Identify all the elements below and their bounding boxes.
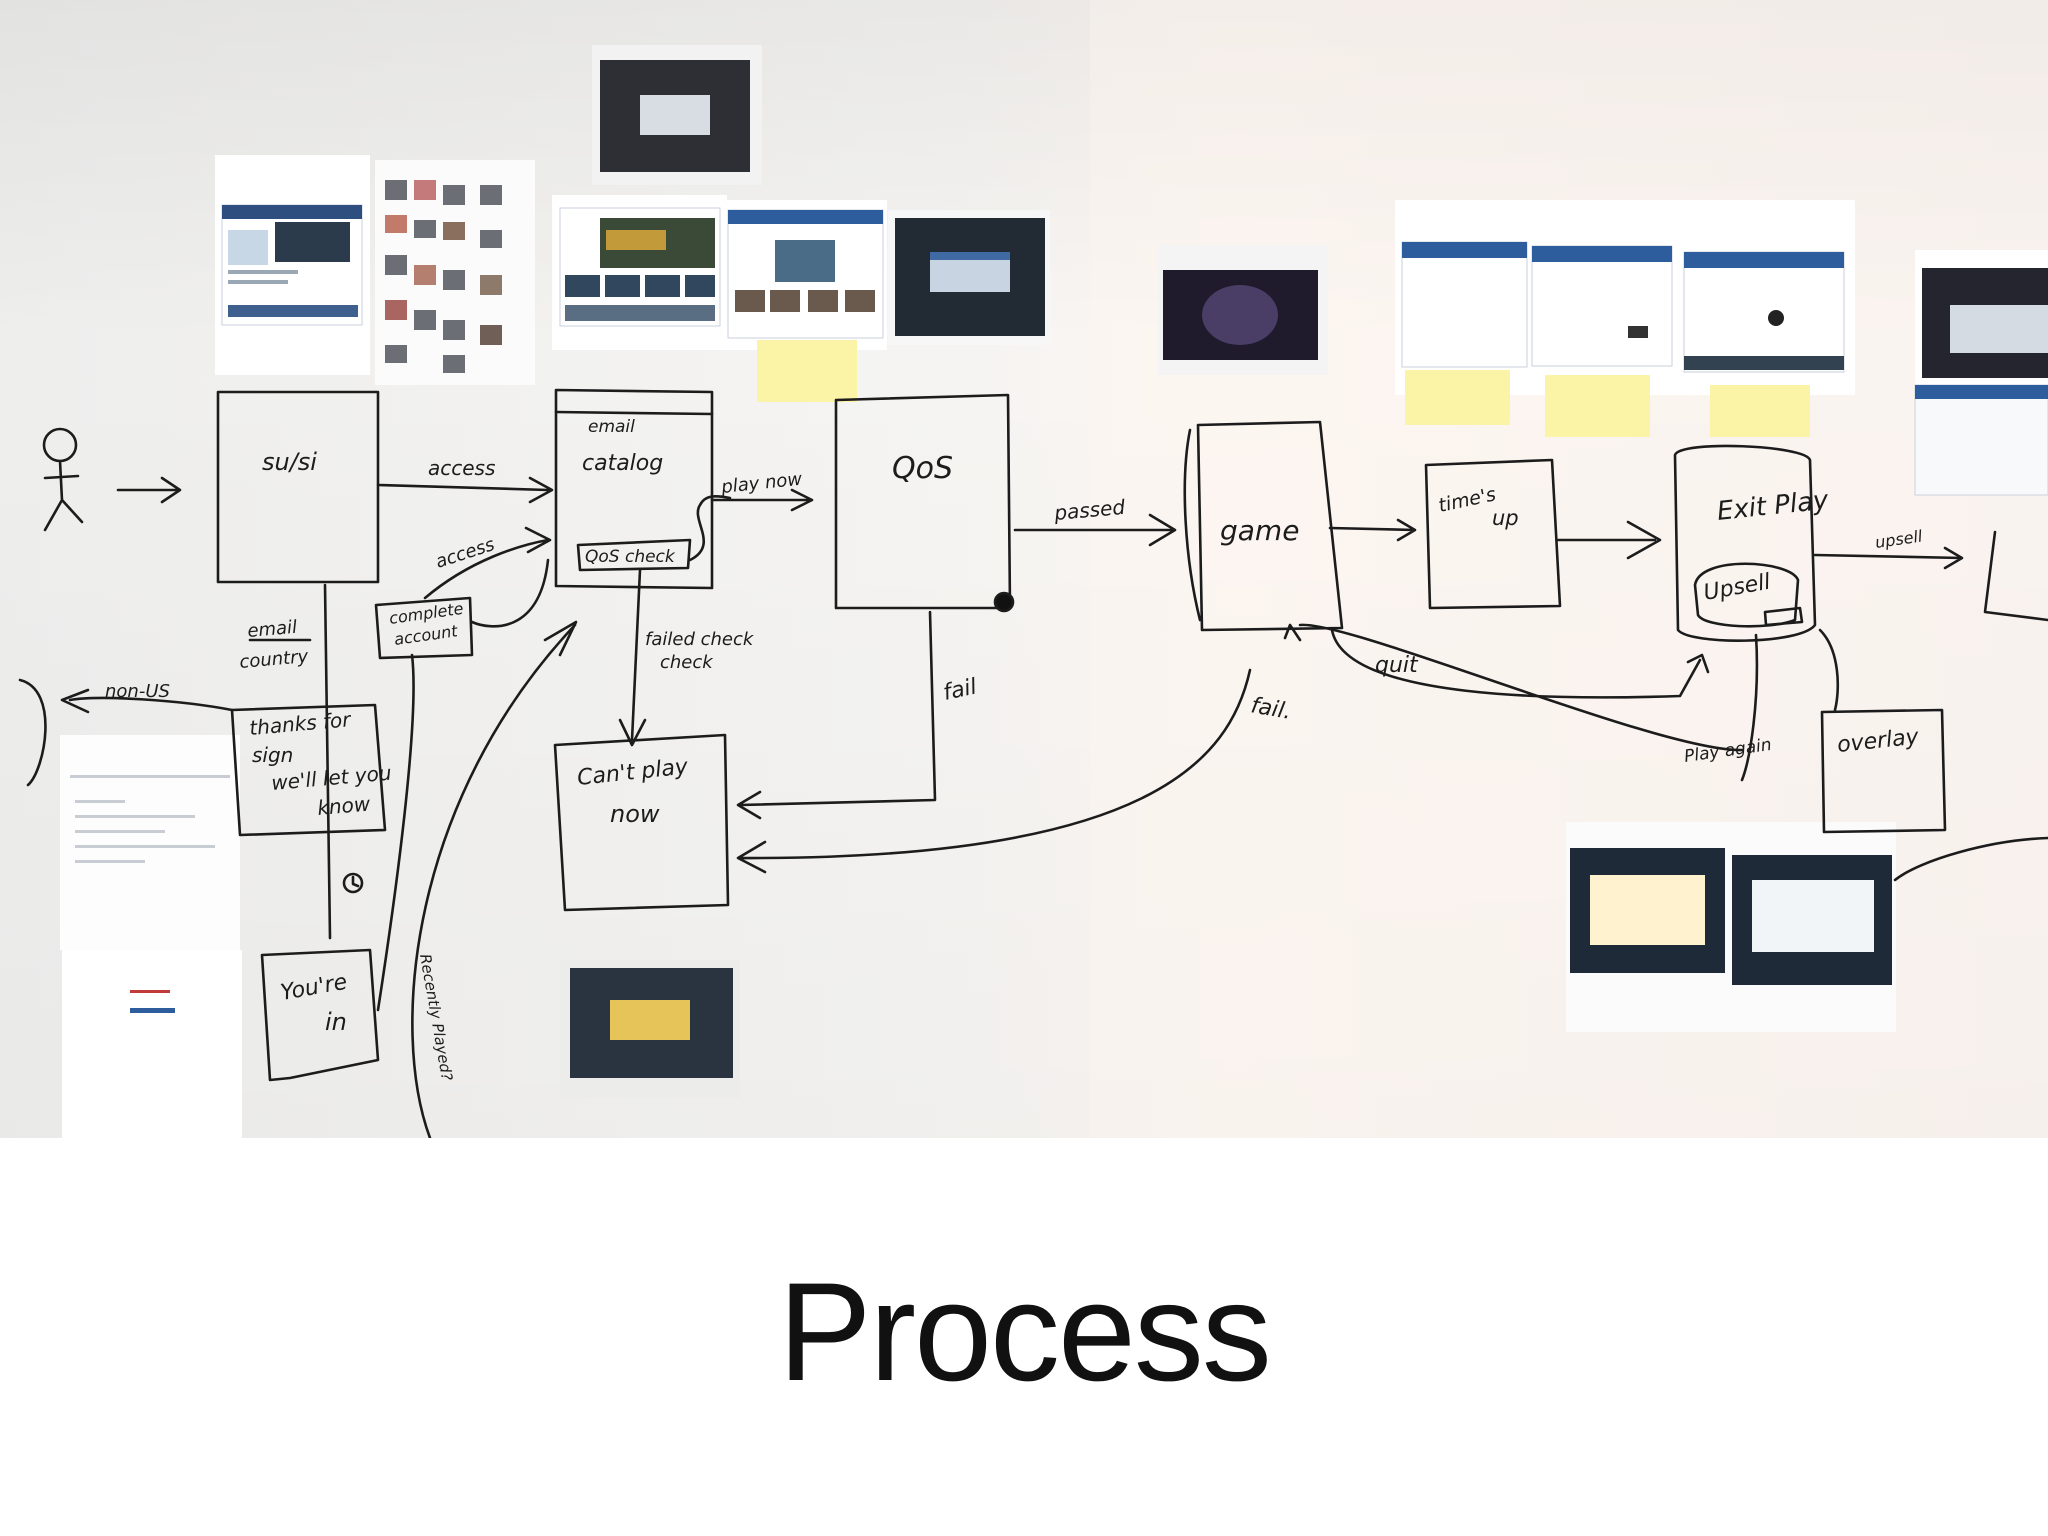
- label-thanks-2: sign: [252, 743, 293, 767]
- label-qos: QoS: [892, 451, 953, 486]
- label-failed-check-2: check: [660, 652, 714, 673]
- sticky-notes: [757, 340, 1810, 437]
- label-qos-check: QoS check: [585, 547, 676, 567]
- label-susi: su/si: [262, 448, 317, 476]
- label-access-1: access: [428, 456, 495, 480]
- label-catalog: catalog: [582, 451, 663, 476]
- label-failed-check-1: failed check: [645, 629, 755, 650]
- label-times-up-2: up: [1492, 506, 1519, 530]
- pinned-screenshots: [60, 45, 2048, 1138]
- label-quit: quit: [1375, 653, 1419, 678]
- label-game: game: [1220, 514, 1299, 547]
- label-cant-play-2: now: [610, 800, 660, 828]
- label-email-box: email: [588, 417, 635, 437]
- label-non-us: non-US: [105, 681, 170, 702]
- label-youre-in-2: in: [325, 1008, 347, 1036]
- label-thanks-4: know: [316, 791, 371, 820]
- slide-title: Process: [778, 1253, 1272, 1410]
- label-email-country-1: email: [247, 617, 298, 642]
- flow-sketch: [18, 388, 2048, 1138]
- whiteboard-photo: su/si access access email catalog QoS ch…: [0, 0, 2048, 1138]
